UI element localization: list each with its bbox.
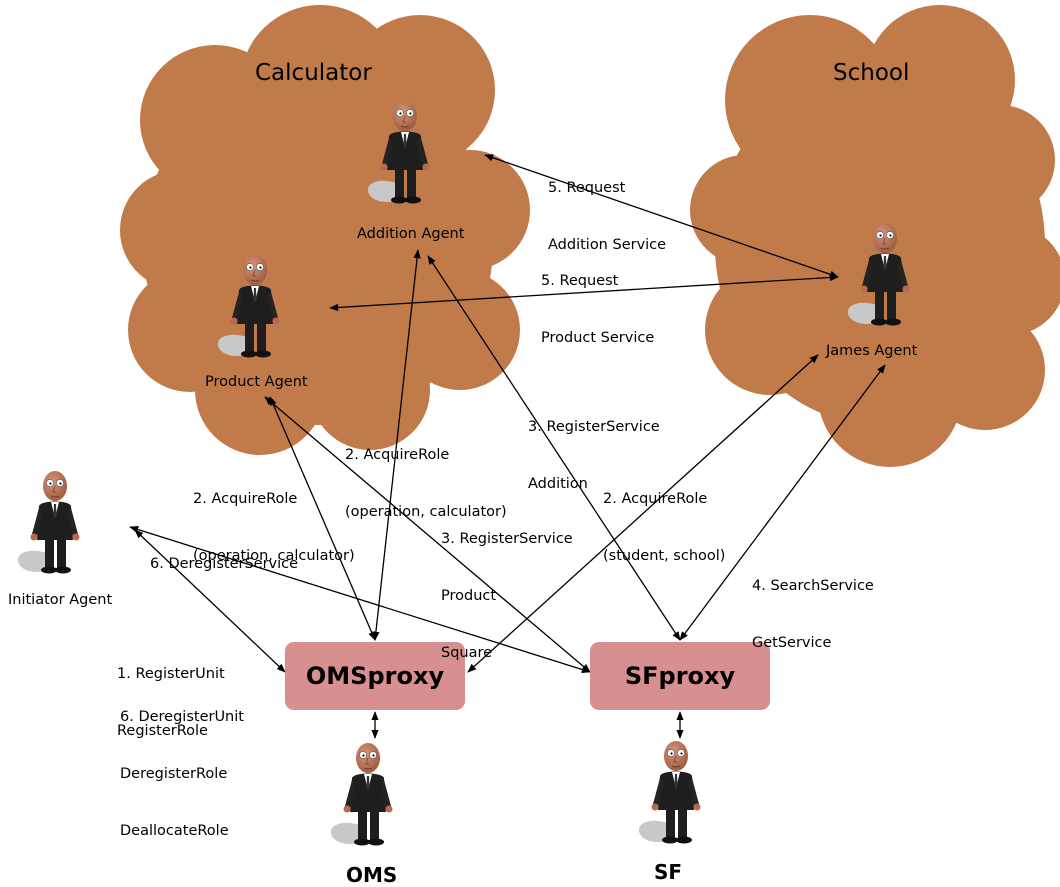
edge-line: 5. Request xyxy=(548,180,626,196)
arrow-request-addition xyxy=(484,154,839,278)
edge-label-acquire-product: 2. AcquireRole (operation, calculator) xyxy=(193,452,355,604)
edge-label-register-product: 3. RegisterService Product Square xyxy=(441,492,573,701)
edge-line: 6. DeregisterUnit xyxy=(120,709,244,725)
arrow-register-unit xyxy=(134,529,286,673)
edge-line: 3. RegisterService xyxy=(441,531,573,547)
edge-line: 2. AcquireRole xyxy=(603,491,708,507)
edge-line: DeallocateRole xyxy=(120,823,229,839)
edge-label-register-unit: 1. RegisterUnit RegisterRole xyxy=(117,627,225,779)
calculator-cloud-title: Calculator xyxy=(255,60,372,86)
oms-agent-label: OMS xyxy=(346,863,398,887)
edge-line: DeregisterRole xyxy=(120,766,228,782)
edge-line: 2. AcquireRole xyxy=(193,491,298,507)
edge-line: (operation, calculator) xyxy=(193,548,355,564)
james-agent-icon xyxy=(845,220,925,332)
edge-line: 1. RegisterUnit xyxy=(117,666,225,682)
edge-line: Addition xyxy=(528,476,588,492)
oms-proxy-box[interactable]: OMSproxy xyxy=(285,642,465,710)
edge-line: RegisterRole xyxy=(117,723,208,739)
edge-line: Addition Service xyxy=(548,237,667,253)
edge-label-deregister-service: 6. DeregisterService xyxy=(150,517,298,612)
edge-label-search-service: 4. SearchService GetService xyxy=(752,539,874,691)
edge-line: 5. Request xyxy=(541,273,619,289)
edge-line: 6. DeregisterService xyxy=(150,556,299,572)
edge-label-deregister-unit: 6. DeregisterUnit DeregisterRole Dealloc… xyxy=(120,670,244,879)
initiator-agent-label: Initiator Agent xyxy=(8,592,113,608)
sf-agent-label: SF xyxy=(654,860,683,884)
sf-proxy-label: SFproxy xyxy=(624,662,736,690)
edge-line: 4. SearchService xyxy=(752,578,874,594)
school-cloud-title: School xyxy=(833,60,910,86)
edge-label-request-addition: 5. Request Addition Service xyxy=(548,141,666,293)
sf-agent-icon xyxy=(636,738,716,850)
edge-line: Square xyxy=(441,645,493,661)
addition-agent-icon xyxy=(365,98,445,210)
product-agent-icon xyxy=(215,252,295,364)
edge-line: (student, school) xyxy=(603,548,726,564)
edge-label-acquire-addition: 2. AcquireRole (operation, calculator) xyxy=(345,408,507,560)
edge-label-request-product: 5. Request Product Service xyxy=(541,234,654,386)
edge-line: Product Service xyxy=(541,330,655,346)
edge-line: GetService xyxy=(752,635,832,651)
sf-proxy-box[interactable]: SFproxy xyxy=(590,642,770,710)
james-agent-label: James Agent xyxy=(826,343,918,359)
addition-agent-label: Addition Agent xyxy=(357,226,465,242)
edge-label-register-addition: 3. RegisterService Addition xyxy=(528,380,660,532)
oms-proxy-label: OMSproxy xyxy=(305,662,445,690)
product-agent-label: Product Agent xyxy=(205,374,308,390)
arrow-search-service xyxy=(679,364,886,641)
initiator-agent-icon xyxy=(15,468,95,580)
oms-agent-icon xyxy=(328,740,408,852)
edge-label-acquire-james: 2. AcquireRole (student, school) xyxy=(603,452,725,604)
arrows xyxy=(129,154,886,739)
edge-line: 2. AcquireRole xyxy=(345,447,450,463)
edge-line: 3. RegisterService xyxy=(528,419,660,435)
edge-line: Product xyxy=(441,588,497,604)
edge-line: (operation, calculator) xyxy=(345,504,507,520)
